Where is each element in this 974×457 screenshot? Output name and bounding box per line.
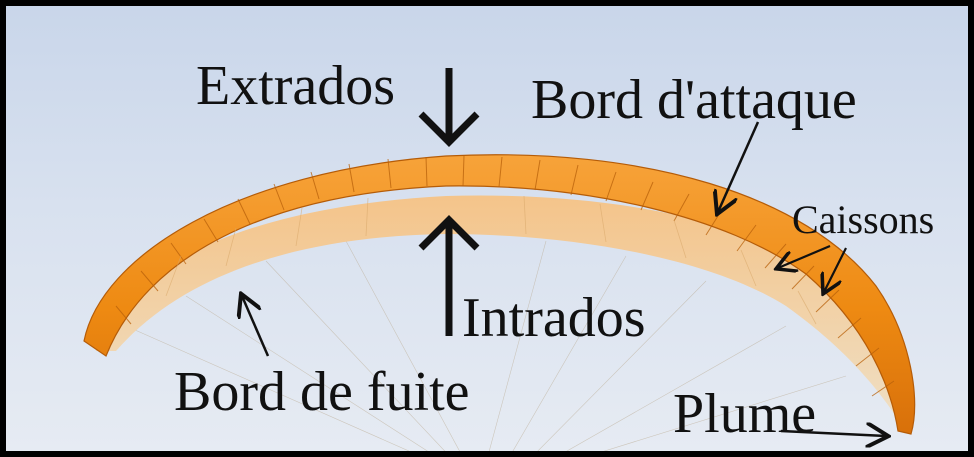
- label-bord-attaque: Bord d'attaque: [531, 72, 857, 128]
- label-bord-fuite: Bord de fuite: [174, 364, 469, 420]
- extrados-arrow: [421, 68, 477, 142]
- bord-fuite-arrow: [242, 296, 268, 356]
- label-caissons: Caissons: [792, 200, 934, 240]
- label-intrados: Intrados: [462, 290, 646, 346]
- label-plume: Plume: [673, 386, 816, 442]
- label-extrados: Extrados: [196, 58, 395, 114]
